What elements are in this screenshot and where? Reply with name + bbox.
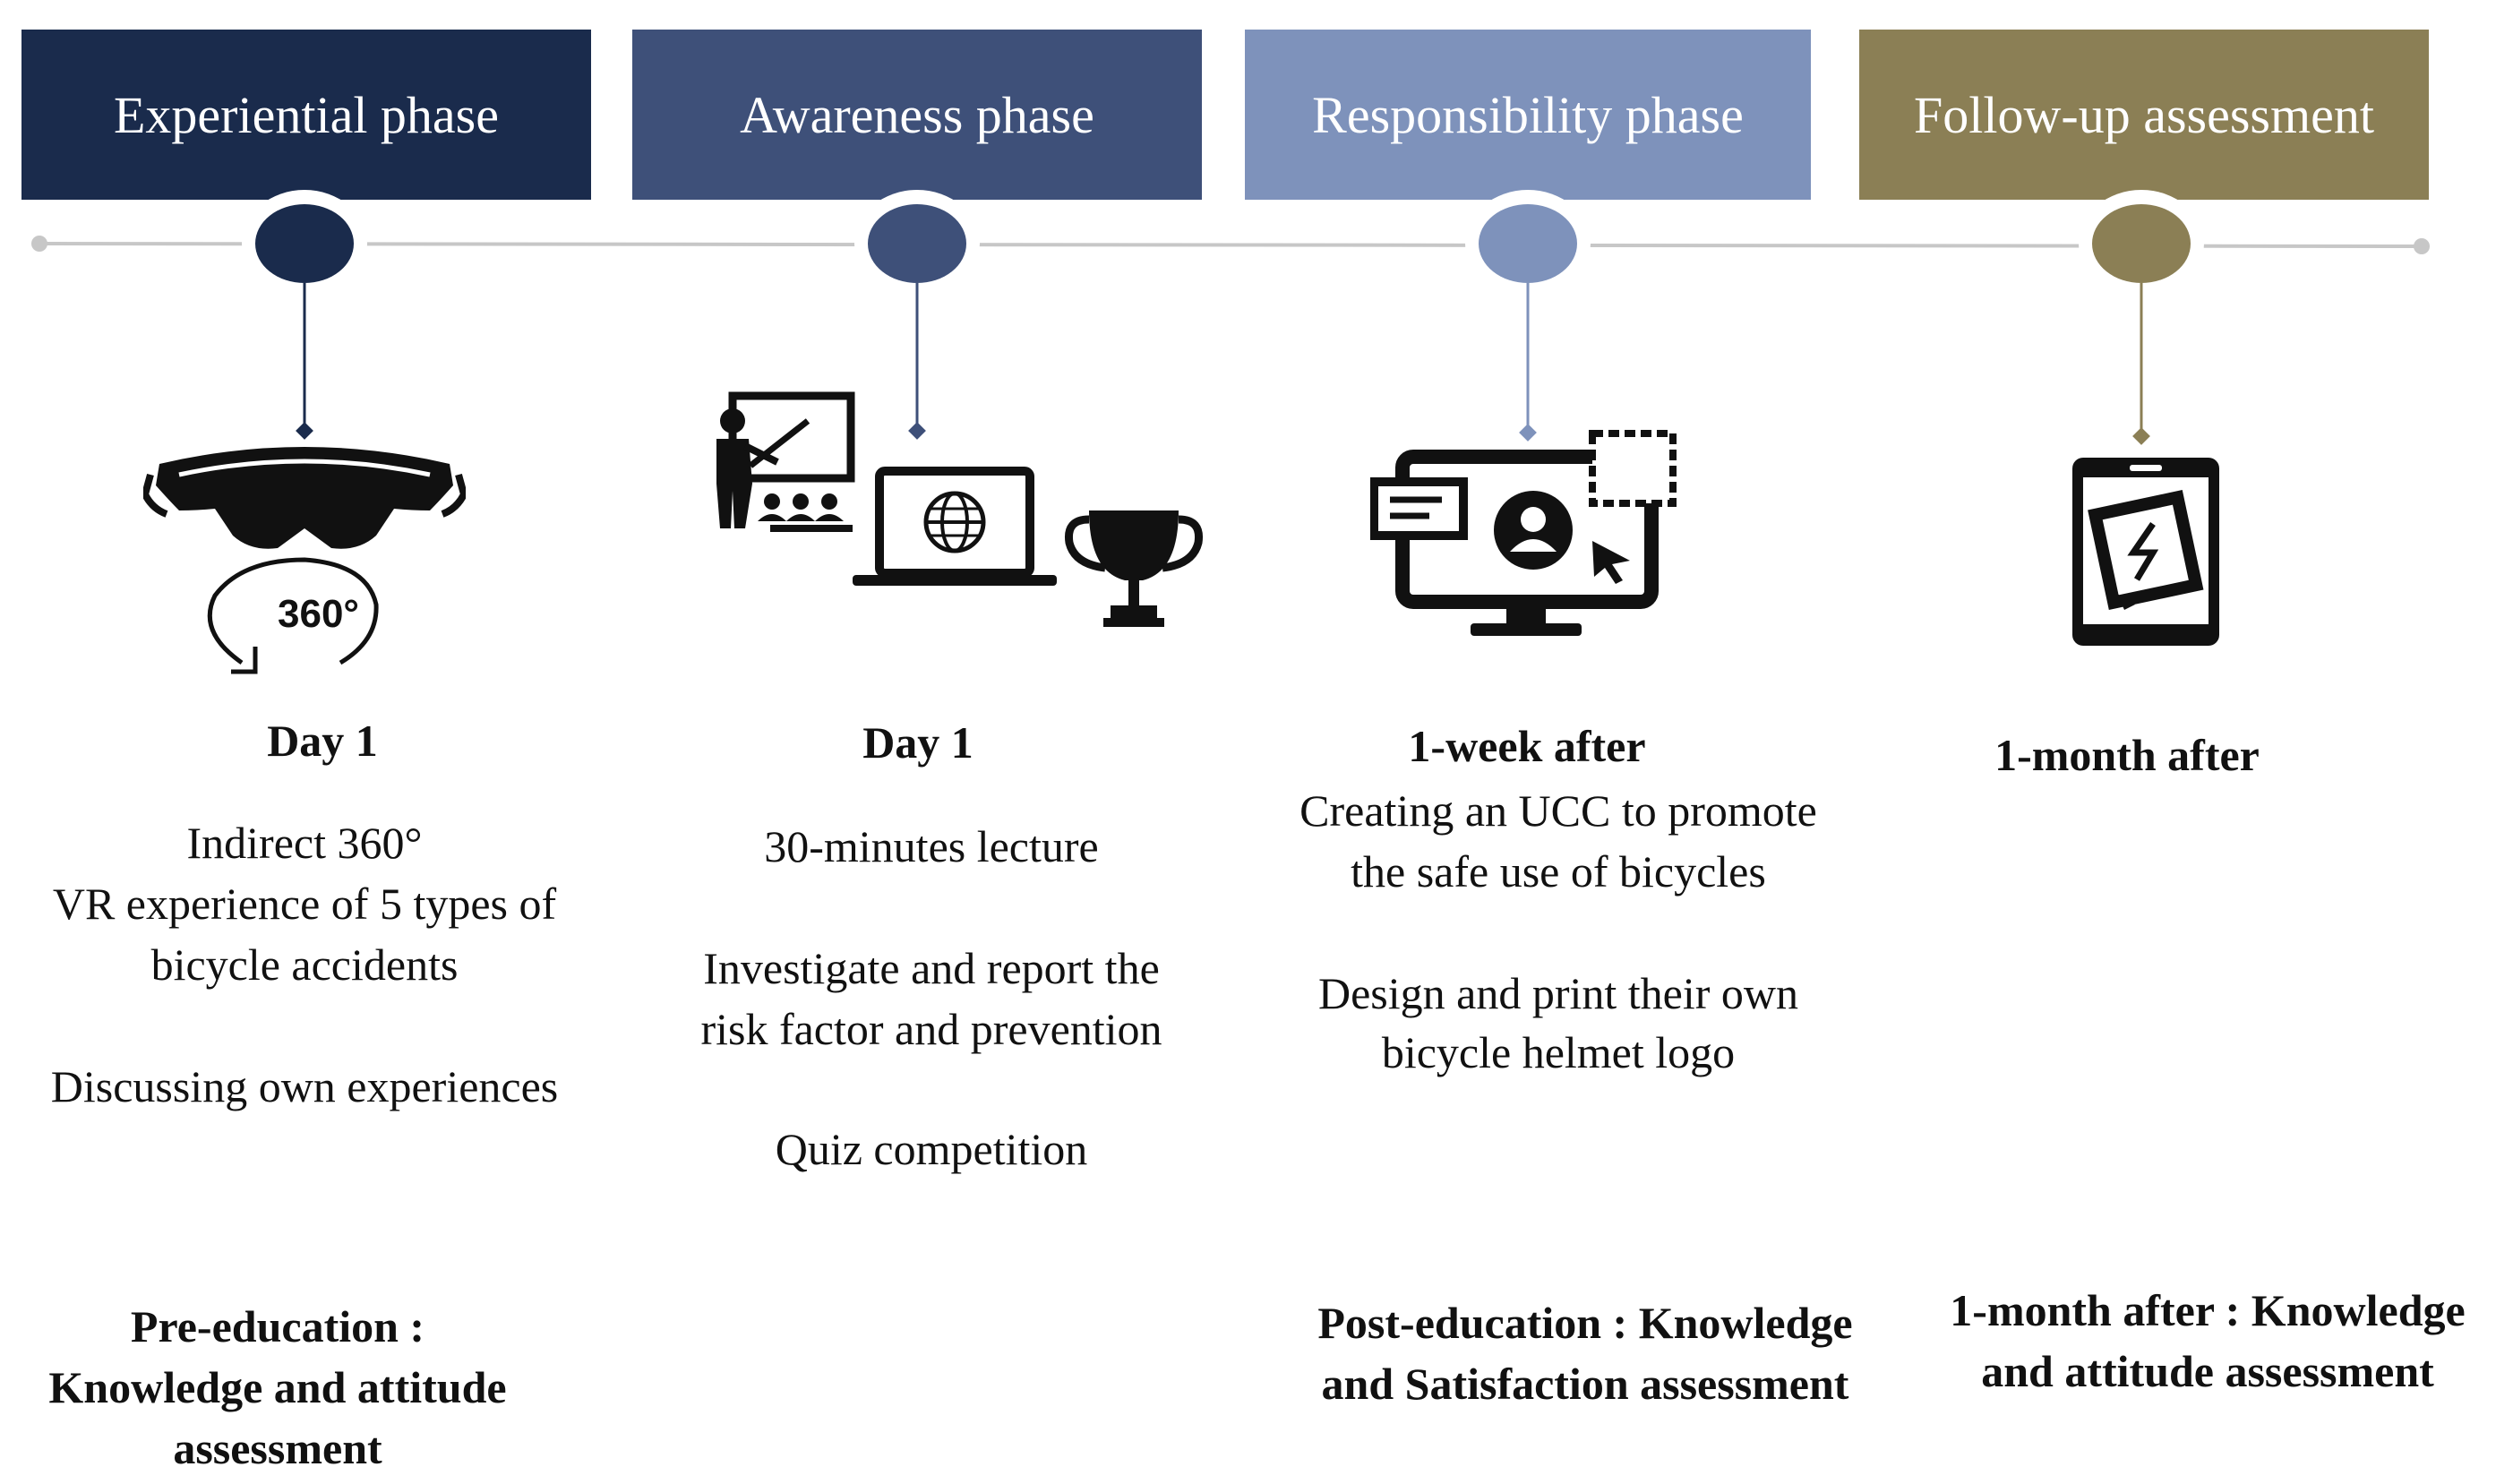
experiential-desc-line-1: Indirect 360° bbox=[186, 818, 423, 868]
assessment-post-line-1: Post-education : Knowledge bbox=[1317, 1298, 1853, 1348]
awareness-desc-line-1: 30-minutes lecture bbox=[764, 821, 1099, 871]
phase-header-experiential: Experiential phase bbox=[21, 30, 591, 200]
timeline-node-follow-up bbox=[2079, 190, 2204, 445]
phase-header-responsibility: Responsibility phase bbox=[1245, 30, 1811, 200]
experiential-desc-line-4: Discussing own experiences bbox=[50, 1061, 559, 1111]
time-label-follow-up: 1-month after bbox=[1994, 730, 2260, 780]
assessment-month-line-1: 1-month after : Knowledge bbox=[1950, 1285, 2466, 1335]
responsibility-desc-line-3: Design and print their own bbox=[1317, 968, 1798, 1018]
assessment-post-line-2: and Satisfaction assessment bbox=[1321, 1359, 1849, 1409]
experiential-desc-line-2: VR experience of 5 types of bbox=[52, 879, 557, 929]
assessment-pre-line-3: assessment bbox=[173, 1423, 382, 1473]
experiential-desc-line-3: bicycle accidents bbox=[150, 939, 459, 990]
vr-headset-360-icon: 360° bbox=[143, 447, 466, 674]
responsibility-desc-line-1: Creating an UCC to promote bbox=[1299, 785, 1817, 836]
time-label-responsibility: 1-week after bbox=[1408, 721, 1646, 771]
timeline-node-awareness bbox=[854, 190, 980, 440]
vr-360-label: 360° bbox=[278, 592, 359, 636]
responsibility-desc-line-2: the safe use of bicycles bbox=[1351, 846, 1766, 896]
timeline-start-dot bbox=[31, 236, 47, 252]
time-label-awareness: Day 1 bbox=[862, 717, 973, 768]
awareness-desc-line-2: Investigate and report the bbox=[703, 943, 1160, 993]
time-label-experiential: Day 1 bbox=[267, 716, 378, 766]
responsibility-desc-line-4: bicycle helmet logo bbox=[1381, 1027, 1736, 1077]
monitor-content-creation-icon bbox=[1370, 430, 1677, 636]
awareness-desc-line-4: Quiz competition bbox=[775, 1124, 1088, 1174]
phase-header-follow-up: Follow-up assessment bbox=[1859, 30, 2429, 200]
assessment-month-line-2: and attitude assessment bbox=[1981, 1346, 2434, 1396]
awareness-desc-line-3: risk factor and prevention bbox=[700, 1004, 1162, 1054]
timeline-node-responsibility bbox=[1465, 190, 1591, 442]
lecture-laptop-trophy-icon bbox=[716, 391, 1204, 627]
assessment-pre-line-2: Knowledge and attitude bbox=[48, 1362, 507, 1412]
timeline-node-experiential bbox=[242, 190, 367, 440]
timeline-line bbox=[39, 242, 2423, 248]
assessment-pre-line-1: Pre-education : bbox=[130, 1301, 425, 1351]
timeline bbox=[31, 190, 2430, 445]
timeline-end-dot bbox=[2414, 238, 2430, 254]
tablet-survey-icon bbox=[2072, 458, 2219, 646]
phase-header-awareness: Awareness phase bbox=[632, 30, 1202, 200]
